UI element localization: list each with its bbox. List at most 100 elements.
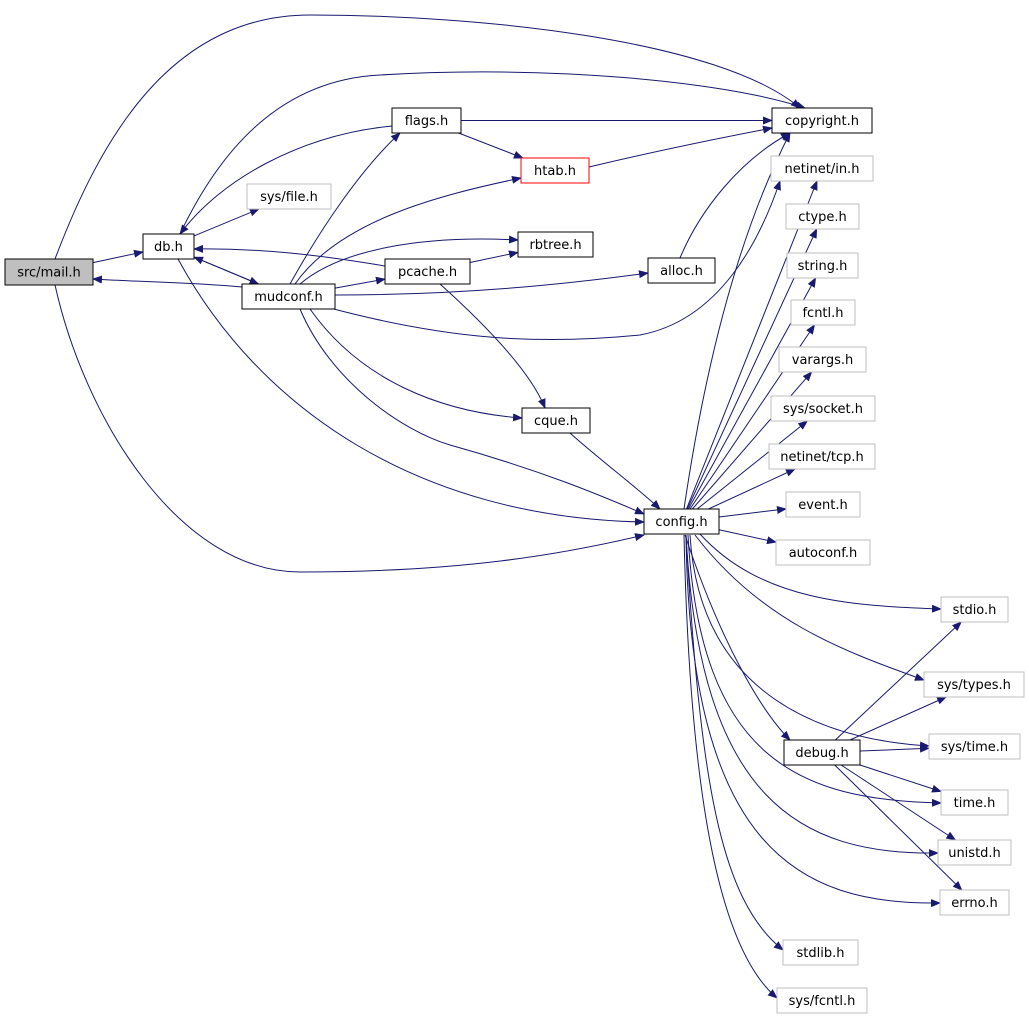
edge-flags-to-htab <box>458 132 524 159</box>
node-db[interactable]: db.h <box>142 233 195 260</box>
node-box <box>790 299 856 326</box>
node-box <box>928 733 1021 760</box>
edge-debug-to-errno <box>834 764 963 891</box>
edge-mudconf-to-htab <box>294 175 522 285</box>
node-label: fcntl.h <box>802 306 843 321</box>
node-label: event.h <box>798 498 847 513</box>
edge-layer <box>54 14 963 999</box>
node-label: mudconf.h <box>254 290 323 305</box>
edge-flags-to-db <box>179 125 393 235</box>
edge-mudconf-to-flags <box>289 132 401 285</box>
node-label: sys/socket.h <box>783 402 863 417</box>
node-box <box>940 789 1009 816</box>
node-mail[interactable]: src/mail.h <box>4 258 94 286</box>
node-label: autoconf.h <box>789 546 858 561</box>
node-debug[interactable]: debug.h <box>783 739 861 766</box>
node-label: db.h <box>154 240 183 255</box>
edge-config-to-sysfcntl <box>683 534 778 999</box>
node-box <box>771 107 873 134</box>
edge-config-to-systime <box>689 534 930 750</box>
node-htab[interactable]: htab.h <box>520 157 590 184</box>
node-errno: errno.h <box>939 889 1010 916</box>
node-label: sys/fcntl.h <box>789 994 856 1009</box>
node-netinettcp: netinet/tcp.h <box>768 443 876 470</box>
node-label: debug.h <box>795 746 848 761</box>
node-box <box>643 508 720 535</box>
node-label: src/mail.h <box>17 266 81 281</box>
node-alloc[interactable]: alloc.h <box>647 257 716 284</box>
node-fcntl: fcntl.h <box>790 299 856 326</box>
node-unistd: unistd.h <box>937 839 1012 866</box>
node-stdlib: stdlib.h <box>782 939 859 966</box>
edge-config-to-stdlib <box>685 534 784 951</box>
node-pcache[interactable]: pcache.h <box>384 258 471 285</box>
node-label: cque.h <box>534 414 578 429</box>
node-copyright[interactable]: copyright.h <box>771 107 873 134</box>
edge-config-to-netinettcp <box>708 468 796 510</box>
node-box <box>391 107 462 134</box>
edge-mudconf-to-db <box>193 256 259 285</box>
edge-db-to-copyright <box>179 71 806 235</box>
node-label: sys/file.h <box>260 190 318 205</box>
node-box <box>782 939 859 966</box>
edge-pcache-to-rbtree <box>469 250 519 263</box>
edge-mudconf-to-mail <box>92 275 243 288</box>
edge-debug-to-systypes <box>849 696 948 741</box>
node-netinetin: netinet/in.h <box>770 155 874 182</box>
edge-mudconf-to-cque <box>309 308 523 422</box>
node-label: htab.h <box>534 164 576 179</box>
node-syssocket: sys/socket.h <box>770 395 876 422</box>
node-box <box>520 157 590 184</box>
node-box <box>517 231 594 258</box>
node-flags[interactable]: flags.h <box>391 107 462 134</box>
node-systypes: sys/types.h <box>923 671 1025 698</box>
edge-config-to-time <box>687 534 942 807</box>
node-label: copyright.h <box>785 114 859 129</box>
edge-alloc-to-copyright <box>679 132 791 259</box>
node-sysfcntl: sys/fcntl.h <box>776 987 868 1014</box>
edge-config-to-syssocket <box>696 420 809 510</box>
node-label: varargs.h <box>792 353 853 368</box>
node-label: rbtree.h <box>529 238 581 253</box>
node-mudconf[interactable]: mudconf.h <box>241 283 336 310</box>
node-time: time.h <box>940 789 1009 816</box>
node-ctype: ctype.h <box>785 203 860 230</box>
edge-db-to-config <box>177 258 645 526</box>
node-cque[interactable]: cque.h <box>521 407 591 434</box>
node-box <box>246 183 332 210</box>
node-rbtree[interactable]: rbtree.h <box>517 231 594 258</box>
node-systime: sys/time.h <box>928 733 1021 760</box>
edge-pcache-to-cque <box>439 283 546 409</box>
node-label: alloc.h <box>660 264 703 279</box>
node-config[interactable]: config.h <box>643 508 720 535</box>
edge-config-to-autoconf <box>718 529 777 545</box>
node-box <box>521 407 591 434</box>
node-label: flags.h <box>405 114 449 129</box>
edge-mail-to-config <box>54 284 645 573</box>
node-box <box>768 443 876 470</box>
node-box <box>4 258 94 286</box>
node-box <box>785 203 860 230</box>
node-box <box>770 395 876 422</box>
node-layer: src/mail.h db.h mudconf.h flags.h sys/file.h… <box>4 107 1025 1014</box>
node-string: string.h <box>786 252 859 279</box>
node-box <box>785 491 861 518</box>
node-event: event.h <box>785 491 861 518</box>
node-label: sys/time.h <box>941 740 1008 755</box>
edge-config-to-netinetin <box>686 180 818 510</box>
node-box <box>778 346 867 373</box>
node-label: netinet/tcp.h <box>780 450 864 465</box>
edge-config-to-copyright <box>683 132 791 510</box>
edge-debug-to-unistd <box>840 764 957 841</box>
node-box <box>384 258 471 285</box>
edge-htab-to-copyright <box>588 125 773 168</box>
node-label: config.h <box>655 515 707 530</box>
node-box <box>783 739 861 766</box>
node-box <box>786 252 859 279</box>
edge-mudconf-to-config <box>299 308 645 515</box>
node-box <box>776 987 868 1014</box>
edge-mail-to-copyright <box>54 14 801 260</box>
edge-cque-to-config <box>569 432 661 510</box>
edge-mudconf-to-pcache <box>334 276 386 289</box>
